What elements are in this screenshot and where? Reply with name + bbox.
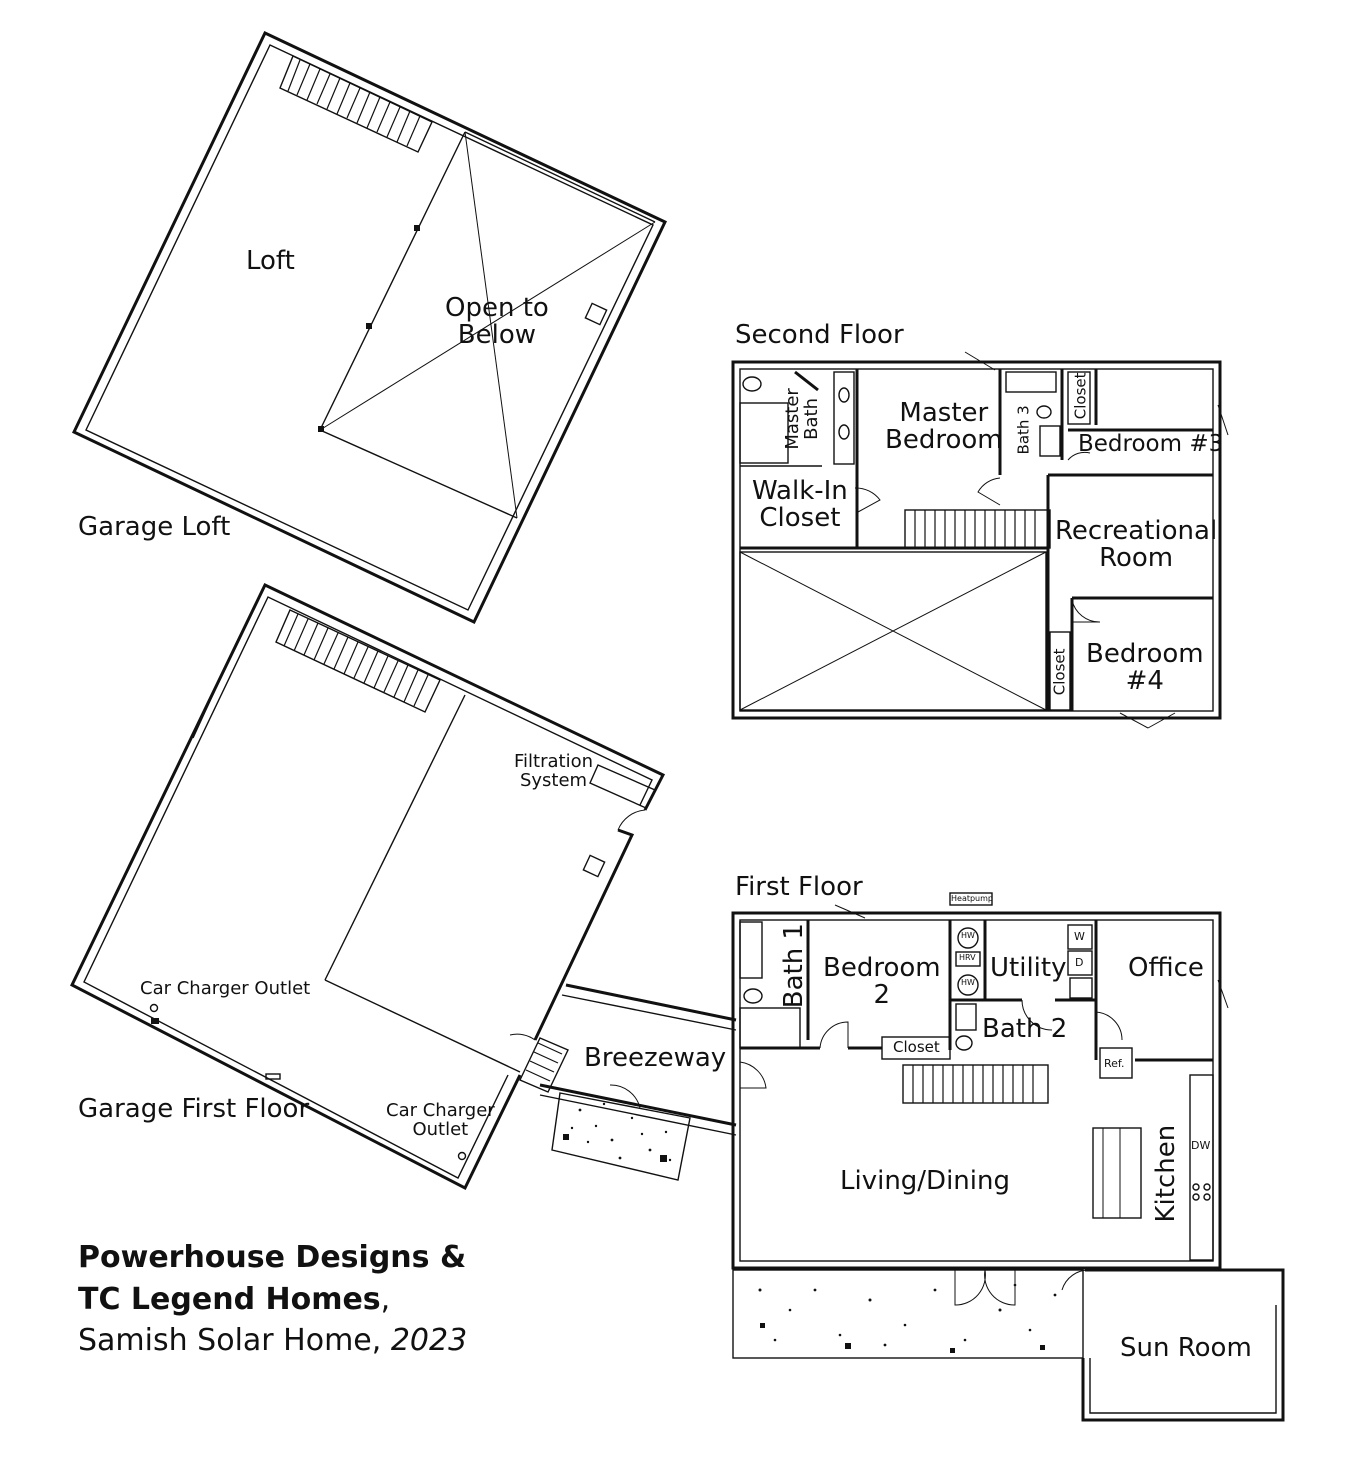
credit-firm: Powerhouse Designs & [78, 1240, 467, 1275]
closet-label-upper: Closet [1071, 372, 1090, 420]
office-label: Office [1128, 953, 1204, 983]
second-floor-heading: Second Floor [735, 320, 904, 350]
first-floor-heading: First Floor [735, 872, 863, 902]
closet-label-first-floor: Closet [893, 1038, 940, 1056]
refrigerator-tag: Ref. [1104, 1057, 1125, 1070]
second-floor-plan [731, 351, 1229, 729]
bedroom-4-label: Bedroom #4 [1086, 639, 1204, 697]
heatpump-label: Heatpump [951, 894, 993, 903]
bedroom-2-label: Bedroom 2 [823, 953, 941, 1011]
filtration-system-label: Filtration System [514, 751, 594, 791]
garage-loft-heading: Garage Loft [78, 512, 231, 542]
garage-first-floor-heading: Garage First Floor [78, 1094, 310, 1124]
bath-2-label: Bath 2 [982, 1014, 1068, 1044]
bath-3-label: Bath 3 [1014, 405, 1033, 455]
living-dining-label: Living/Dining [840, 1166, 1010, 1196]
garage-loft-plan [71, 31, 668, 624]
bedroom-3-label: Bedroom #3 [1078, 431, 1224, 457]
loft-label: Loft [246, 246, 295, 276]
bath-1-label: Bath 1 [778, 923, 809, 1009]
sun-room-label: Sun Room [1120, 1333, 1252, 1363]
breezeway-plan [539, 983, 737, 1181]
loft-stair [279, 55, 433, 153]
garage-stair [275, 609, 441, 713]
credit-line-1: Powerhouse Designs & [78, 1240, 466, 1276]
dryer-tag: D [1075, 956, 1084, 969]
garage-entry-steps [509, 1033, 569, 1093]
kitchen-label: Kitchen [1151, 1124, 1182, 1223]
master-bedroom-label: Master Bedroom [885, 398, 1003, 456]
credit-line-3: Samish Solar Home, 2023 [78, 1323, 467, 1359]
hw-tag-2: HW [961, 978, 975, 987]
second-floor-stair [904, 509, 1051, 549]
washer-tag: W [1074, 930, 1085, 943]
hw-tag-1: HW [961, 931, 975, 940]
utility-label: Utility [990, 953, 1067, 983]
credit-year: 2023 [390, 1323, 468, 1358]
credit-comma: , [380, 1282, 391, 1317]
first-floor-plan [731, 892, 1285, 1422]
car-charger-outlet-label-1: Car Charger Outlet [140, 978, 311, 999]
credit-project: Samish Solar Home, [78, 1323, 391, 1358]
dishwasher-tag: DW [1191, 1139, 1211, 1152]
master-bath-label: Master Bath [781, 388, 822, 450]
closet-label-lower: Closet [1050, 648, 1069, 696]
hrv-tag: HRV [959, 953, 976, 962]
breezeway-label: Breezeway [584, 1043, 727, 1073]
walk-in-closet-label: Walk-In Closet [752, 476, 848, 534]
car-charger-outlet-label-2: Car Charger Outlet [386, 1100, 495, 1140]
garage-first-floor-plan [70, 583, 666, 1191]
credit-line-2: TC Legend Homes, [78, 1282, 390, 1318]
credit-builder: TC Legend Homes [78, 1282, 381, 1317]
open-to-below-label: Open to Below [445, 293, 549, 351]
first-floor-stair [902, 1064, 1049, 1104]
recreational-room-label: Recreational Room [1055, 516, 1218, 574]
